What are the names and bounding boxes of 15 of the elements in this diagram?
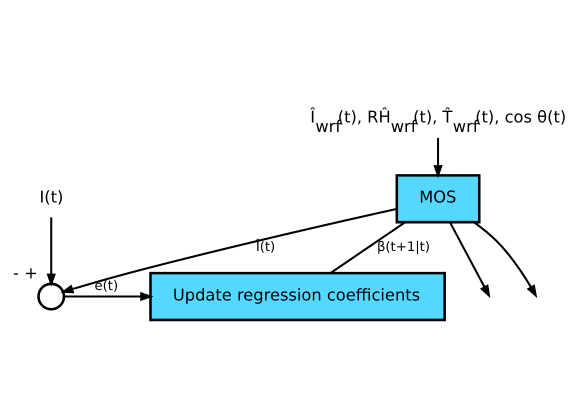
edge-label: Î(t) [256,240,276,255]
arrow [449,222,490,298]
node-box: Update regression coefficients [149,271,446,321]
arrow [64,291,154,301]
edge-label: β(t+1|t) [376,240,430,255]
arrow [60,208,397,293]
arrow [474,221,538,298]
connector [330,220,406,274]
arrow [433,137,443,178]
arrow [46,216,56,286]
node-circle [37,282,66,310]
edge-label: e(t) [94,278,118,294]
node-text: I(t) [40,187,64,206]
node-label: - + [13,263,38,282]
node-box: MOS [396,174,481,223]
